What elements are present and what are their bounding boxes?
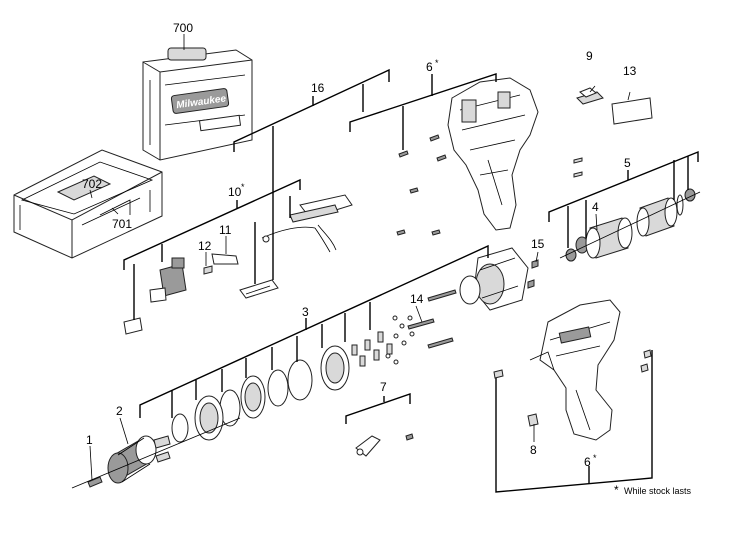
label-6-top: 6 <box>426 60 433 74</box>
electronics-assembly <box>123 194 353 335</box>
belt-clip-part-9 <box>576 87 604 105</box>
label-9: 9 <box>586 49 593 63</box>
label-7: 7 <box>380 380 387 394</box>
chuck-screw <box>71 417 241 489</box>
footnote-star: * <box>614 483 619 497</box>
carry-case-insert <box>13 149 163 259</box>
label-1: 1 <box>86 433 93 447</box>
gearbox-screws <box>407 289 457 349</box>
label-4: 4 <box>592 200 599 214</box>
footnote: * While stock lasts <box>614 483 692 497</box>
label-16: 16 <box>311 81 325 95</box>
label-2: 2 <box>116 404 123 418</box>
footnote-text: While stock lasts <box>624 486 692 496</box>
label-6-bottom-asterisk: * <box>593 453 597 463</box>
label-12: 12 <box>198 239 212 253</box>
label-11: 11 <box>219 223 232 237</box>
label-701: 701 <box>112 217 132 231</box>
gear-train-parts <box>171 315 415 443</box>
label-702: 702 <box>82 177 102 191</box>
label-3: 3 <box>302 305 309 319</box>
small-pins <box>573 157 583 178</box>
label-6-top-asterisk: * <box>435 58 439 68</box>
label-10-asterisk: * <box>241 182 245 192</box>
gearbox-assembly <box>459 247 539 311</box>
label-13: 13 <box>623 64 637 78</box>
label-8: 8 <box>530 443 537 457</box>
carry-case-closed: Milwaukee <box>142 47 253 161</box>
label-15: 15 <box>531 237 545 251</box>
label-5: 5 <box>624 156 631 170</box>
label-6-bottom: 6 <box>584 455 591 469</box>
clutch-spring-part-7 <box>355 433 414 457</box>
label-700: 700 <box>173 21 193 35</box>
latch-part-8 <box>527 413 539 427</box>
label-part-13 <box>611 97 653 125</box>
gear-pins <box>351 315 415 367</box>
motor-assembly <box>559 188 701 262</box>
chuck <box>107 435 171 484</box>
leader-lines <box>89 34 699 493</box>
housing-screws <box>396 134 447 236</box>
housing-half-top <box>447 77 539 231</box>
housing-half-bottom <box>493 299 652 441</box>
label-10: 10 <box>228 185 242 199</box>
part-labels: 700 702 701 16 6 * 9 13 10 * 5 4 11 12 1… <box>82 21 637 469</box>
label-14: 14 <box>410 292 424 306</box>
